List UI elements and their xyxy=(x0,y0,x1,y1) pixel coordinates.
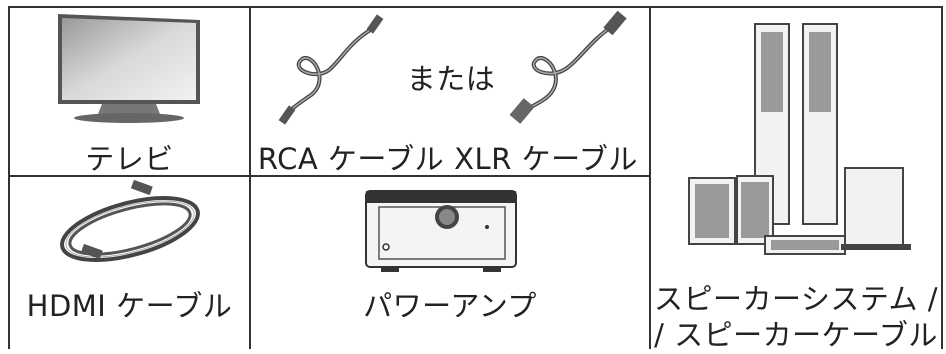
amp-cell: パワーアンプ xyxy=(251,177,649,349)
power-amp-icon xyxy=(365,190,517,272)
or-text: または xyxy=(406,62,496,96)
xlr-label: XLR ケーブル xyxy=(454,142,638,176)
grid-col-divider-2 xyxy=(649,6,651,349)
amp-label: パワーアンプ xyxy=(363,289,537,323)
rca-cable-icon xyxy=(278,14,384,125)
hdmi-cell: HDMI ケーブル xyxy=(10,177,249,349)
speaker-label-line1: スピーカーシステム / xyxy=(653,282,939,316)
speaker-system-icon xyxy=(688,23,911,255)
speaker-cell: スピーカーシステム / / スピーカーケーブル xyxy=(651,8,941,352)
grid-col-divider-1 xyxy=(249,6,251,349)
grid-middle-divider xyxy=(8,175,649,177)
hdmi-label: HDMI ケーブル xyxy=(26,289,233,323)
xlr-cable-icon xyxy=(509,10,627,124)
rca-label: RCA ケーブル xyxy=(257,142,445,176)
tv-cell: テレビ xyxy=(10,8,249,176)
grid-right-border xyxy=(941,6,943,349)
speaker-label-line2: / スピーカーケーブル xyxy=(654,318,938,352)
grid-left-border xyxy=(8,6,10,349)
tv-icon xyxy=(58,14,200,123)
hdmi-cable-icon xyxy=(60,179,200,262)
tv-label: テレビ xyxy=(85,142,174,176)
grid-top-border xyxy=(8,6,943,8)
cable-cell: または RCA ケーブル XLR ケーブル xyxy=(251,8,649,176)
